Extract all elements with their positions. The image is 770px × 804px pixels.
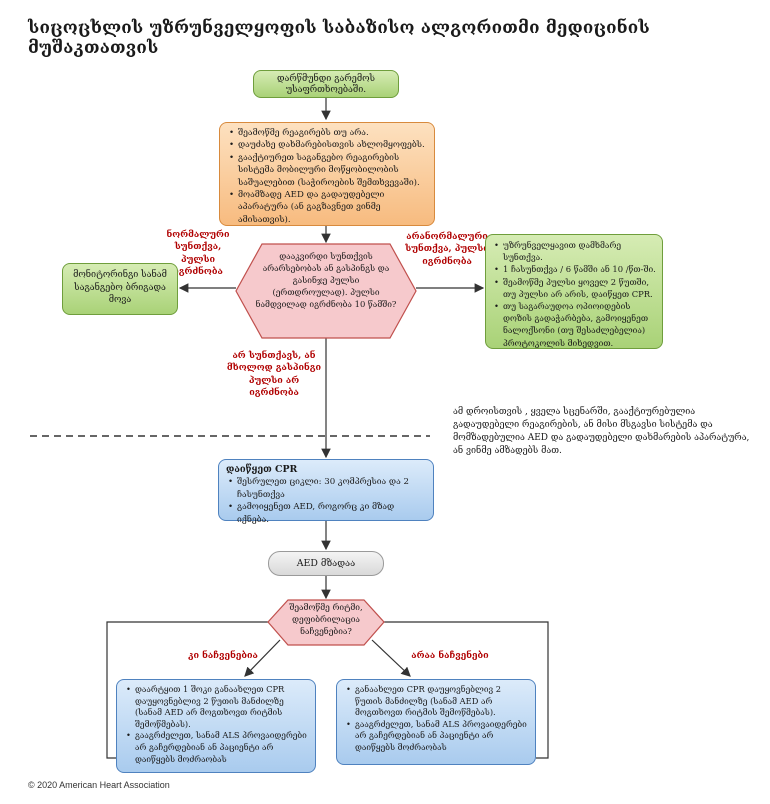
monitor-box: მონიტორინგი სანამ საგანგებო ბრიგადა მოვა	[62, 263, 178, 315]
copyright-footer: © 2020 American Heart Association	[28, 780, 170, 790]
shock-step: დაარტყით 1 შოკი განაახლეთ CPR დაუყოვნებლ…	[126, 684, 308, 730]
aed-ready-text: AED მზადაა	[296, 558, 356, 569]
initial-check-list: შეამოწმე რეაგირებს თუ არა. დაუძახე დახმა…	[227, 127, 427, 226]
non-shockable-label: არაა ნაჩვენები	[411, 651, 489, 661]
rhythm-decision-shape	[267, 599, 385, 646]
start-cpr-title: დაიწყეთ CPR	[226, 464, 298, 475]
check-step: გააქტიურეთ საგანგებო რეაგირების სისტემა …	[229, 152, 427, 189]
scene-safety-text: დარწმუნდი გარემოს უსაფრთხოებაში.	[276, 74, 376, 95]
start-cpr-list: შესრულეთ ციკლი: 30 კომპრესია და 2 ჩასუნთ…	[226, 476, 426, 526]
activation-note: ამ დროისთვის , ყველა სცენარში, გააქტიურე…	[453, 407, 750, 456]
shockable-label: კი ნაჩვენებია	[188, 651, 258, 661]
rescue-step: 1 ჩასუნთქვა / 6 წამში ან 10 /წთ-ში.	[494, 263, 656, 275]
noshock-step: გააგრძელეთ, სანამ ALS პროვაიდერები არ გა…	[346, 719, 528, 754]
rescue-breathing-list: უზრუნველყავით დამხმარე სუნთქვა. 1 ჩასუნთ…	[492, 239, 656, 349]
monitor-text: მონიტორინგი სანამ საგანგებო ბრიგადა მოვა	[73, 270, 167, 305]
no-breathing-label: არ სუნთქავს, ან მხოლოდ გასპინგი პულსი არ…	[226, 351, 322, 399]
shockable-box: დაარტყით 1 შოკი განაახლეთ CPR დაუყოვნებლ…	[116, 679, 316, 773]
scene-safety-box: დარწმუნდი გარემოს უსაფრთხოებაში.	[253, 70, 399, 98]
initial-check-box: შეამოწმე რეაგირებს თუ არა. დაუძახე დახმა…	[219, 122, 435, 226]
non-shockable-list: განაახლეთ CPR დაუყოვნებლივ 2 წუთის მანძი…	[344, 684, 528, 754]
page-title: სიცოცხლის უზრუნველყოფის საბაზისო ალგორით…	[28, 18, 650, 58]
check-step: შეამოწმე რეაგირებს თუ არა.	[229, 127, 427, 140]
check-step: დაუძახე დახმარებისთვის ახლომყოფებს.	[229, 139, 427, 152]
pulse-decision-shape	[235, 243, 417, 339]
cpr-step: შესრულეთ ციკლი: 30 კომპრესია და 2 ჩასუნთ…	[228, 476, 426, 501]
noshock-step: განაახლეთ CPR დაუყოვნებლივ 2 წუთის მანძი…	[346, 684, 528, 719]
rescue-breathing-box: უზრუნველყავით დამხმარე სუნთქვა. 1 ჩასუნთ…	[485, 234, 663, 349]
rescue-step: უზრუნველყავით დამხმარე სუნთქვა.	[494, 239, 656, 263]
shockable-list: დაარტყით 1 შოკი განაახლეთ CPR დაუყოვნებლ…	[124, 684, 308, 765]
cpr-step: გამოიყენეთ AED, როგორც კი მზად იქნება.	[228, 501, 426, 526]
start-cpr-box: დაიწყეთ CPR შესრულეთ ციკლი: 30 კომპრესია…	[218, 459, 434, 525]
non-shockable-box: განაახლეთ CPR დაუყოვნებლივ 2 წუთის მანძი…	[336, 679, 536, 765]
rhythm-decision-text: შეამოწმე რიტმი, დეფიბრილაცია ნაჩვენებია?	[289, 602, 363, 636]
aed-ready-box: AED მზადაა	[268, 551, 384, 576]
pulse-decision-text: დააკვირდი სუნთქვის არარსებობას ან გასპინ…	[255, 251, 397, 309]
shock-step: გააგრძელეთ, სანამ ALS პროვაიდერები არ გა…	[126, 730, 308, 765]
normal-breathing-label: ნორმალური სუნთქვა, პულსი იგრძნობა	[166, 230, 230, 278]
check-step: მოამზადე AED და გადაუდებელი აპარატურა (ა…	[229, 189, 427, 226]
rescue-step: შეამოწმე პულსი ყოველ 2 წუთში, თუ პულსი ა…	[494, 276, 656, 300]
abnormal-breathing-label: არანორმალური სუნთქვა, პულსი იგრძნობა	[405, 232, 489, 267]
rescue-step: თუ საგარაუდოა ოპიოიდების დოზის გადაჭარბე…	[494, 300, 656, 349]
